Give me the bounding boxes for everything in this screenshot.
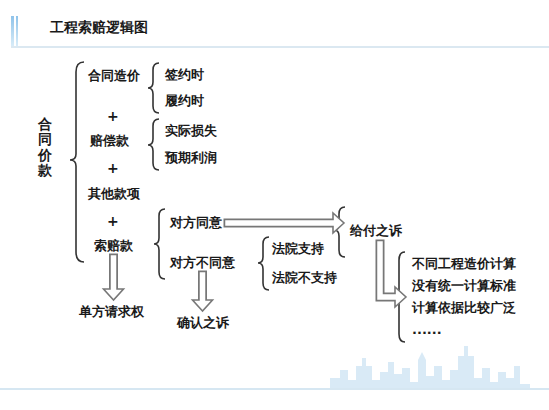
brace <box>148 63 159 113</box>
header-rule <box>11 46 549 48</box>
node-text: 法院不支持 <box>272 270 337 286</box>
header-bar <box>16 16 18 46</box>
plus-sign: + <box>107 160 119 176</box>
brace <box>258 237 269 290</box>
term-text: 给付之诉 <box>348 222 404 240</box>
node-text: 确认之诉 <box>177 315 229 331</box>
skyline <box>0 346 549 389</box>
diagram-title: 工程索赔逻辑图 <box>50 19 148 37</box>
node-text: 单方请求权 <box>79 304 144 320</box>
term-text: 实际损失 <box>163 122 219 140</box>
term-text: 赔偿款 <box>88 132 131 150</box>
term-text: 对方同意 <box>168 214 224 232</box>
node-text: 索赔款 <box>94 238 133 254</box>
plus-sign: + <box>107 213 119 229</box>
node-text: 法院支持 <box>272 241 324 257</box>
node-text: 赔偿款 <box>90 133 129 149</box>
header-bar <box>11 16 14 46</box>
hollow-arrow <box>228 213 344 233</box>
node-text: 履约时 <box>165 93 204 109</box>
node-text: 给付之诉 <box>350 223 402 239</box>
hollow-arrow <box>104 258 124 300</box>
term-text: 法院不支持 <box>270 269 339 287</box>
brace <box>148 119 159 170</box>
note-list: 不同工程造价计算没有统一计算标准计算依据比较广泛...... <box>410 252 518 342</box>
node-text: 不同工程造价计算 <box>412 253 516 275</box>
term-text: 对方不同意 <box>168 254 237 272</box>
term-text: 预期利润 <box>163 149 219 167</box>
term-text: 签约时 <box>163 66 206 84</box>
term-text: 合同造价 <box>86 67 142 85</box>
node-text: 其他款项 <box>88 186 140 202</box>
braces <box>70 62 405 342</box>
node-text: 签约时 <box>165 67 204 83</box>
node-text: 没有统一计算标准 <box>412 275 516 297</box>
hollow-arrow <box>193 275 213 311</box>
term-text: 其他款项 <box>86 185 142 203</box>
brace <box>334 207 345 257</box>
term-text: 确认之诉 <box>175 314 231 332</box>
node-text: 实际损失 <box>165 123 217 139</box>
brace <box>154 209 165 279</box>
term-text: 索赔款 <box>92 237 135 255</box>
node-text: 合同造价 <box>88 68 140 84</box>
brace <box>70 62 84 262</box>
term-text: 法院支持 <box>270 240 326 258</box>
node-text: 合同价款 <box>38 117 52 179</box>
node-text: 对方不同意 <box>170 255 235 271</box>
node-text: 计算依据比较广泛 <box>412 297 516 319</box>
term-text: 履约时 <box>163 92 206 110</box>
node-text: 预期利润 <box>165 150 217 166</box>
hollow-arrow <box>380 244 406 307</box>
node-text: 对方同意 <box>170 215 222 231</box>
vertical-term: 合同价款 <box>36 116 54 180</box>
plus-sign: + <box>107 108 119 124</box>
node-text: ...... <box>412 319 516 341</box>
term-text: 单方请求权 <box>77 303 146 321</box>
